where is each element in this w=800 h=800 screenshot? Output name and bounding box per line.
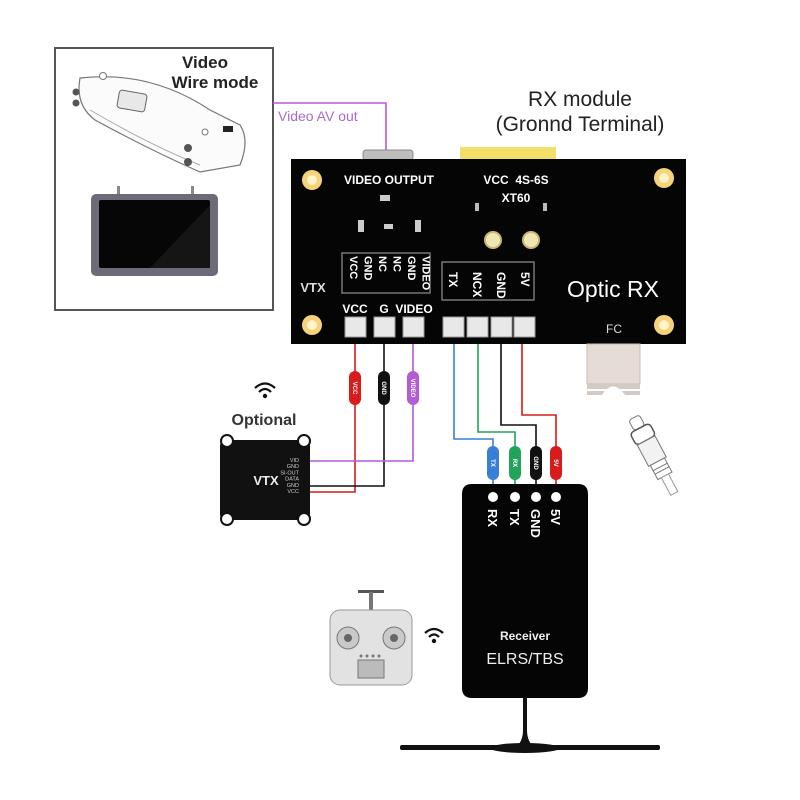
wire-sleeve-gnd: GND — [378, 371, 390, 405]
vtx-gnd-wire — [301, 344, 385, 487]
rx-module-title-line2: (Gronnd Terminal) — [496, 113, 665, 136]
wire-sleeve-gnd: GND — [530, 446, 542, 480]
receiver-pin-label-tx: TX — [507, 509, 522, 526]
wifi-icon — [254, 382, 276, 399]
optional-label: Optional — [232, 412, 297, 429]
svg-text:5V: 5V — [552, 459, 558, 466]
vtx-module-pin-gnd: GND — [287, 483, 299, 489]
receiver-label-line2: ELRS/TBS — [486, 651, 563, 668]
svg-text:VIDEO: VIDEO — [409, 379, 415, 398]
pad-label-g: G — [379, 302, 388, 316]
svg-text:GND: GND — [380, 381, 386, 395]
svg-text:RX: RX — [511, 459, 517, 467]
board-name: Optic RX — [567, 276, 659, 302]
antenna-icon — [400, 698, 660, 753]
video-av-label: Video AV out — [278, 108, 358, 124]
vtx-pin-label-nc: NC — [391, 256, 403, 272]
receiver-body — [462, 484, 588, 698]
fc-wiring: TX RX GND 5V — [453, 344, 562, 500]
radio-transmitter-icon — [329, 590, 413, 686]
receiver-label-line1: Receiver — [500, 629, 550, 643]
vcc-label: VCC 4S-6S — [483, 173, 548, 187]
fc-pin-label-tx: TX — [446, 272, 460, 287]
solder-pad — [490, 316, 513, 338]
wire-sleeve-rx: RX — [509, 446, 521, 480]
video-output-connector — [362, 149, 414, 161]
pad-label-vcc: VCC — [342, 302, 368, 316]
vtx-pin-label-video: VIDEO — [420, 256, 432, 291]
fpv-monitor-icon — [91, 186, 218, 276]
rx-module-title-line1: RX module — [528, 88, 632, 111]
vtx-module-pin-vid: VID — [290, 458, 299, 464]
receiver-module: RX TX GND 5V Receiver ELRS/TBS — [400, 484, 660, 753]
display-title-line2: Wire mode — [172, 73, 259, 92]
wifi-icon — [424, 627, 444, 644]
xt60-pad-icon — [522, 231, 540, 249]
fc-pin-label-gnd: GND — [494, 272, 508, 299]
vtx-side-label: VTX — [300, 280, 326, 295]
vtx-module-pin-vcc: VCC — [287, 489, 299, 495]
receiver-pin-hole — [488, 492, 498, 502]
vtx-module-pin-data: DATA — [285, 477, 299, 483]
display-title-line1: Video — [182, 53, 228, 72]
solder-pad — [442, 316, 465, 338]
xt60-connector — [460, 147, 556, 160]
receiver-pin-label-rx: RX — [485, 509, 500, 527]
svg-text:TX: TX — [489, 459, 495, 467]
vtx-wiring: VCC GND VIDEO — [301, 344, 419, 493]
wire-sleeve-vcc: VCC — [349, 371, 361, 405]
solder-pad — [513, 316, 536, 338]
wire-sleeve-video: VIDEO — [407, 371, 419, 405]
xt60-label: XT60 — [502, 191, 531, 205]
board-body — [291, 159, 686, 344]
video-av-wire — [273, 102, 387, 158]
wire-sleeve-5v: 5V — [550, 446, 562, 480]
receiver-pin-hole — [531, 492, 541, 502]
vtx-pin-label-nc: NC — [376, 256, 388, 272]
receiver-pin-hole — [551, 492, 561, 502]
vtx-module-pin-si-out: SI-OUT — [280, 470, 299, 476]
solder-pad — [373, 316, 396, 338]
xt60-pad-icon — [484, 231, 502, 249]
optical-plug-icon — [629, 415, 679, 496]
display-box: Video Wire mode — [54, 47, 274, 311]
vtx-module-pin-gnd: GND — [287, 464, 299, 470]
vtx-pin-label-gnd: GND — [362, 256, 374, 281]
fc-connector-icon — [586, 343, 641, 395]
wire-sleeve-tx: TX — [487, 446, 499, 480]
receiver-pin-hole — [510, 492, 520, 502]
optic-rx-board: VIDEO OUTPUT VCC 4S-6S XT60 VTX Optic RX… — [291, 147, 686, 344]
fc-pin-box — [441, 261, 535, 301]
fc-pin-label-5v: 5V — [518, 272, 532, 287]
fpv-goggles-icon — [72, 72, 246, 173]
receiver-pin-label-gnd: GND — [528, 509, 543, 538]
video-output-label: VIDEO OUTPUT — [344, 173, 435, 187]
solder-pad — [466, 316, 489, 338]
svg-text:VCC: VCC — [351, 382, 357, 395]
pad-label-video: VIDEO — [395, 302, 432, 316]
vtx-board — [220, 440, 310, 520]
vtx-module-name: VTX — [253, 473, 279, 488]
svg-text:GND: GND — [532, 456, 538, 470]
vtx-pin-label-gnd: GND — [405, 256, 417, 281]
vtx-pin-box — [341, 252, 431, 294]
receiver-pin-label-5v: 5V — [548, 509, 563, 525]
fc-label: FC — [606, 322, 622, 336]
vtx-pin-label-vcc: VCC — [347, 256, 359, 279]
solder-pad — [344, 316, 367, 338]
solder-pad — [402, 316, 425, 338]
fc-pin-label-ncx: NCX — [470, 272, 484, 297]
fc-tx-wire — [453, 344, 494, 500]
